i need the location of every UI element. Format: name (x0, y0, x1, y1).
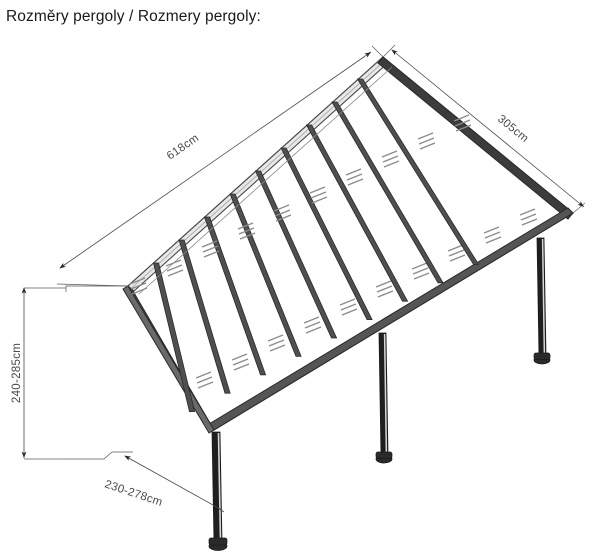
dimension-label-height-front: 230-278cm (103, 478, 164, 508)
post-right (533, 237, 551, 365)
page-title: Rozměry pergoly / Rozmery pergoly: (6, 8, 261, 25)
post-base-foot (375, 451, 393, 459)
dimension-height-rear: 240-285cm (11, 285, 133, 460)
dimension-label-depth: 305cm (495, 113, 530, 145)
post-front-left (208, 431, 228, 551)
post-base-foot (533, 352, 551, 360)
extension-line (65, 285, 128, 292)
extension-line (382, 44, 396, 58)
dimension-label-width: 618cm (165, 132, 201, 162)
extension-line (371, 45, 384, 58)
dimension-height-front: 230-278cm (103, 455, 225, 513)
dimension-line (59, 51, 372, 269)
dimension-line (391, 49, 585, 208)
extension-line (66, 451, 133, 460)
dimension-line (124, 455, 223, 511)
roof-assembly (122, 56, 575, 434)
support-posts (208, 237, 551, 551)
post-middle (375, 332, 393, 464)
extension-line (572, 202, 586, 214)
dimension-line-tick (217, 507, 225, 513)
dimension-label-height-rear: 240-285cm (11, 343, 23, 403)
post-base-foot (208, 537, 228, 546)
